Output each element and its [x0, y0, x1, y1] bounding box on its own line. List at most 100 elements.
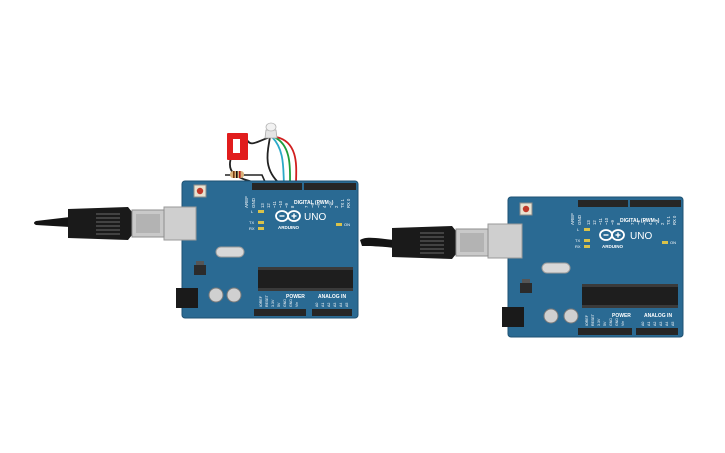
crystal [215, 246, 245, 258]
model-label: UNO [304, 212, 326, 223]
svg-text:~6: ~6 [310, 203, 315, 208]
svg-text:~10: ~10 [604, 217, 609, 225]
svg-text:2: 2 [334, 205, 339, 208]
svg-text:RESET: RESET [591, 313, 595, 326]
svg-text:~11: ~11 [598, 218, 603, 225]
svg-text:7: 7 [304, 205, 309, 208]
svg-text:ON: ON [670, 240, 676, 245]
svg-text:Vin: Vin [621, 321, 625, 326]
svg-text:RX 0: RX 0 [672, 215, 677, 225]
gnd-label: GND [577, 214, 582, 225]
voltage-regulator [194, 265, 206, 275]
analog-label: ANALOG IN [318, 294, 346, 300]
barrel-jack [176, 288, 198, 308]
svg-text:A5: A5 [345, 303, 349, 307]
usb-grip-icon [420, 232, 444, 254]
svg-text:7: 7 [630, 222, 635, 225]
digital-pin-labels: 13 12 ~11 ~10 ~9 8 7 ~6 ~5 4 ~3 2 TX 1 R… [586, 215, 677, 225]
svg-text:~3: ~3 [654, 220, 659, 225]
power-header[interactable] [578, 328, 632, 335]
crystal [541, 262, 571, 274]
svg-text:GND: GND [289, 299, 293, 307]
svg-text:TX: TX [575, 238, 580, 243]
svg-text:GND: GND [283, 299, 287, 307]
power-header[interactable] [254, 309, 306, 316]
svg-text:A3: A3 [659, 322, 663, 326]
svg-text:TX 1: TX 1 [666, 215, 671, 225]
digital-header[interactable] [252, 183, 302, 190]
usb-port[interactable] [163, 206, 197, 241]
wire-blue[interactable] [271, 136, 285, 185]
status-leds: L TX RX ON [249, 209, 350, 231]
power-label: POWER [286, 294, 305, 300]
capacitor-1 [208, 287, 224, 303]
usb-cable-2[interactable] [360, 226, 489, 259]
svg-text:~3: ~3 [328, 203, 333, 208]
wire-black-led[interactable] [266, 136, 281, 185]
svg-text:2: 2 [660, 222, 665, 225]
status-leds: L TX RX ON [575, 227, 676, 249]
svg-text:3.3V: 3.3V [271, 299, 275, 307]
svg-text:~11: ~11 [272, 201, 277, 208]
arduino-uno-board-1[interactable]: AREF GND 13 12 ~11 ~10 ~9 8 7 ~6 ~5 4 ~3… [163, 180, 359, 319]
wire-green[interactable] [273, 136, 291, 185]
usb-plug-body [392, 226, 456, 259]
digital-header-2[interactable] [630, 200, 681, 207]
brand-label: ARDUINO [602, 244, 623, 249]
slide-switch[interactable] [227, 133, 248, 160]
svg-text:5V: 5V [277, 302, 281, 307]
svg-text:A4: A4 [665, 322, 669, 326]
resistor[interactable] [230, 171, 244, 178]
power-pin-labels: IOREF RESET 3.3V 5V GND GND Vin A0 A1 A2… [259, 294, 349, 307]
arduino-uno-board-2[interactable]: AREF GND 13 12 ~11 ~10 ~9 8 7 ~6 ~5 4 ~3… [487, 196, 684, 338]
svg-text:A5: A5 [671, 322, 675, 326]
svg-text:Vin: Vin [295, 302, 299, 307]
digital-label: DIGITAL (PWM~) [294, 200, 334, 206]
microcontroller-chip [258, 270, 353, 288]
svg-text:A1: A1 [321, 303, 325, 307]
svg-text:A2: A2 [327, 303, 331, 307]
aref-label: AREF [570, 213, 575, 225]
svg-text:A2: A2 [653, 322, 657, 326]
svg-text:A0: A0 [641, 322, 645, 326]
wire-red[interactable] [275, 136, 298, 185]
svg-text:A3: A3 [333, 303, 337, 307]
digital-pin-labels: 13 12 ~11 ~10 ~9 8 7 ~6 ~5 4 ~3 2 TX 1 R… [260, 198, 351, 208]
usb-port[interactable] [487, 223, 523, 259]
svg-text:13: 13 [586, 220, 591, 225]
digital-header[interactable] [578, 200, 628, 207]
svg-text:13: 13 [260, 203, 265, 208]
svg-text:A0: A0 [315, 303, 319, 307]
capacitor-2 [563, 308, 579, 324]
svg-text:~5: ~5 [642, 220, 647, 225]
svg-text:RX: RX [249, 226, 255, 231]
svg-text:RX 0: RX 0 [346, 198, 351, 208]
svg-text:IOREF: IOREF [585, 314, 589, 326]
analog-header[interactable] [636, 328, 678, 335]
svg-text:L: L [577, 227, 580, 232]
svg-text:ON: ON [344, 222, 350, 227]
digital-header-2[interactable] [304, 183, 356, 190]
barrel-jack [502, 307, 524, 327]
aref-label: AREF [244, 196, 249, 208]
rgb-led[interactable] [264, 122, 278, 139]
usb-cable-1[interactable] [34, 207, 165, 240]
capacitor-2 [226, 287, 242, 303]
svg-text:4: 4 [322, 205, 327, 208]
usb-plug-body [68, 207, 132, 240]
svg-text:8: 8 [616, 222, 621, 225]
svg-text:12: 12 [592, 220, 597, 225]
microcontroller-chip [582, 287, 678, 305]
svg-text:GND: GND [615, 318, 619, 326]
gnd-label: GND [251, 197, 256, 208]
analog-header[interactable] [312, 309, 352, 316]
svg-text:~6: ~6 [636, 220, 641, 225]
arduino-logo [599, 229, 625, 241]
svg-text:5V: 5V [603, 321, 607, 326]
model-label: UNO [630, 231, 652, 242]
svg-text:3.3V: 3.3V [597, 318, 601, 326]
brand-label: ARDUINO [278, 225, 299, 230]
svg-text:A4: A4 [339, 303, 343, 307]
svg-text:~10: ~10 [278, 200, 283, 208]
power-pin-labels: IOREF RESET 3.3V 5V GND GND Vin A0 A1 A2… [585, 313, 675, 326]
